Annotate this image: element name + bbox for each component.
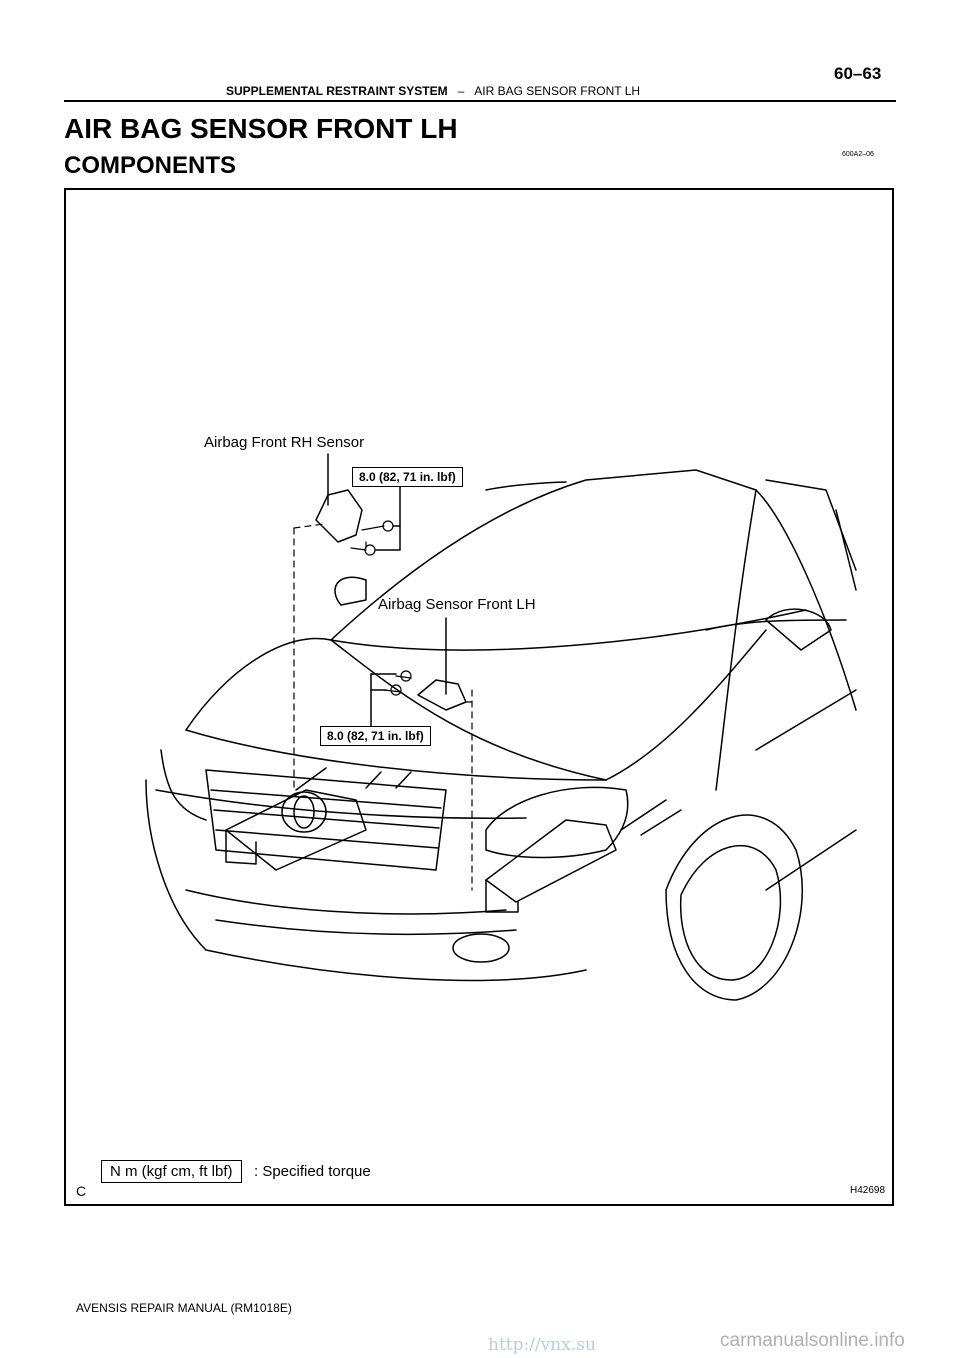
components-figure: Airbag Front RH Sensor 8.0 (82, 71 in. l… xyxy=(64,188,894,1206)
watermark-link-right[interactable]: carmanualsonline.info xyxy=(720,1330,905,1351)
section-name: SUPPLEMENTAL RESTRAINT SYSTEM xyxy=(226,84,448,98)
lh-sensor-label: Airbag Sensor Front LH xyxy=(378,596,536,613)
footer-manual-title: AVENSIS REPAIR MANUAL (RM1018E) xyxy=(76,1301,292,1315)
rh-sensor-label: Airbag Front RH Sensor xyxy=(204,434,365,451)
running-header: SUPPLEMENTAL RESTRAINT SYSTEM–AIR BAG SE… xyxy=(226,84,640,98)
section-title: COMPONENTS xyxy=(64,152,237,179)
watermark-link-left[interactable]: http://vnx.su xyxy=(488,1335,596,1355)
header-rule xyxy=(64,100,896,102)
reference-code: 600A2–06 xyxy=(842,151,874,158)
car-illustration xyxy=(145,453,857,1001)
page-title: AIR BAG SENSOR FRONT LH xyxy=(64,113,458,144)
torque-spec-bottom: 8.0 (82, 71 in. lbf) xyxy=(320,726,431,746)
header-separator: – xyxy=(457,84,465,98)
subsection-name: AIR BAG SENSOR FRONT LH xyxy=(474,84,641,98)
page-number: 60–63 xyxy=(834,64,882,83)
figure-letter: C xyxy=(76,1183,87,1199)
torque-legend-text: : Specified torque xyxy=(254,1163,371,1180)
figure-code: H42698 xyxy=(850,1185,886,1196)
torque-legend-unit: N m (kgf cm, ft lbf) xyxy=(101,1160,242,1183)
torque-spec-top: 8.0 (82, 71 in. lbf) xyxy=(352,467,463,487)
